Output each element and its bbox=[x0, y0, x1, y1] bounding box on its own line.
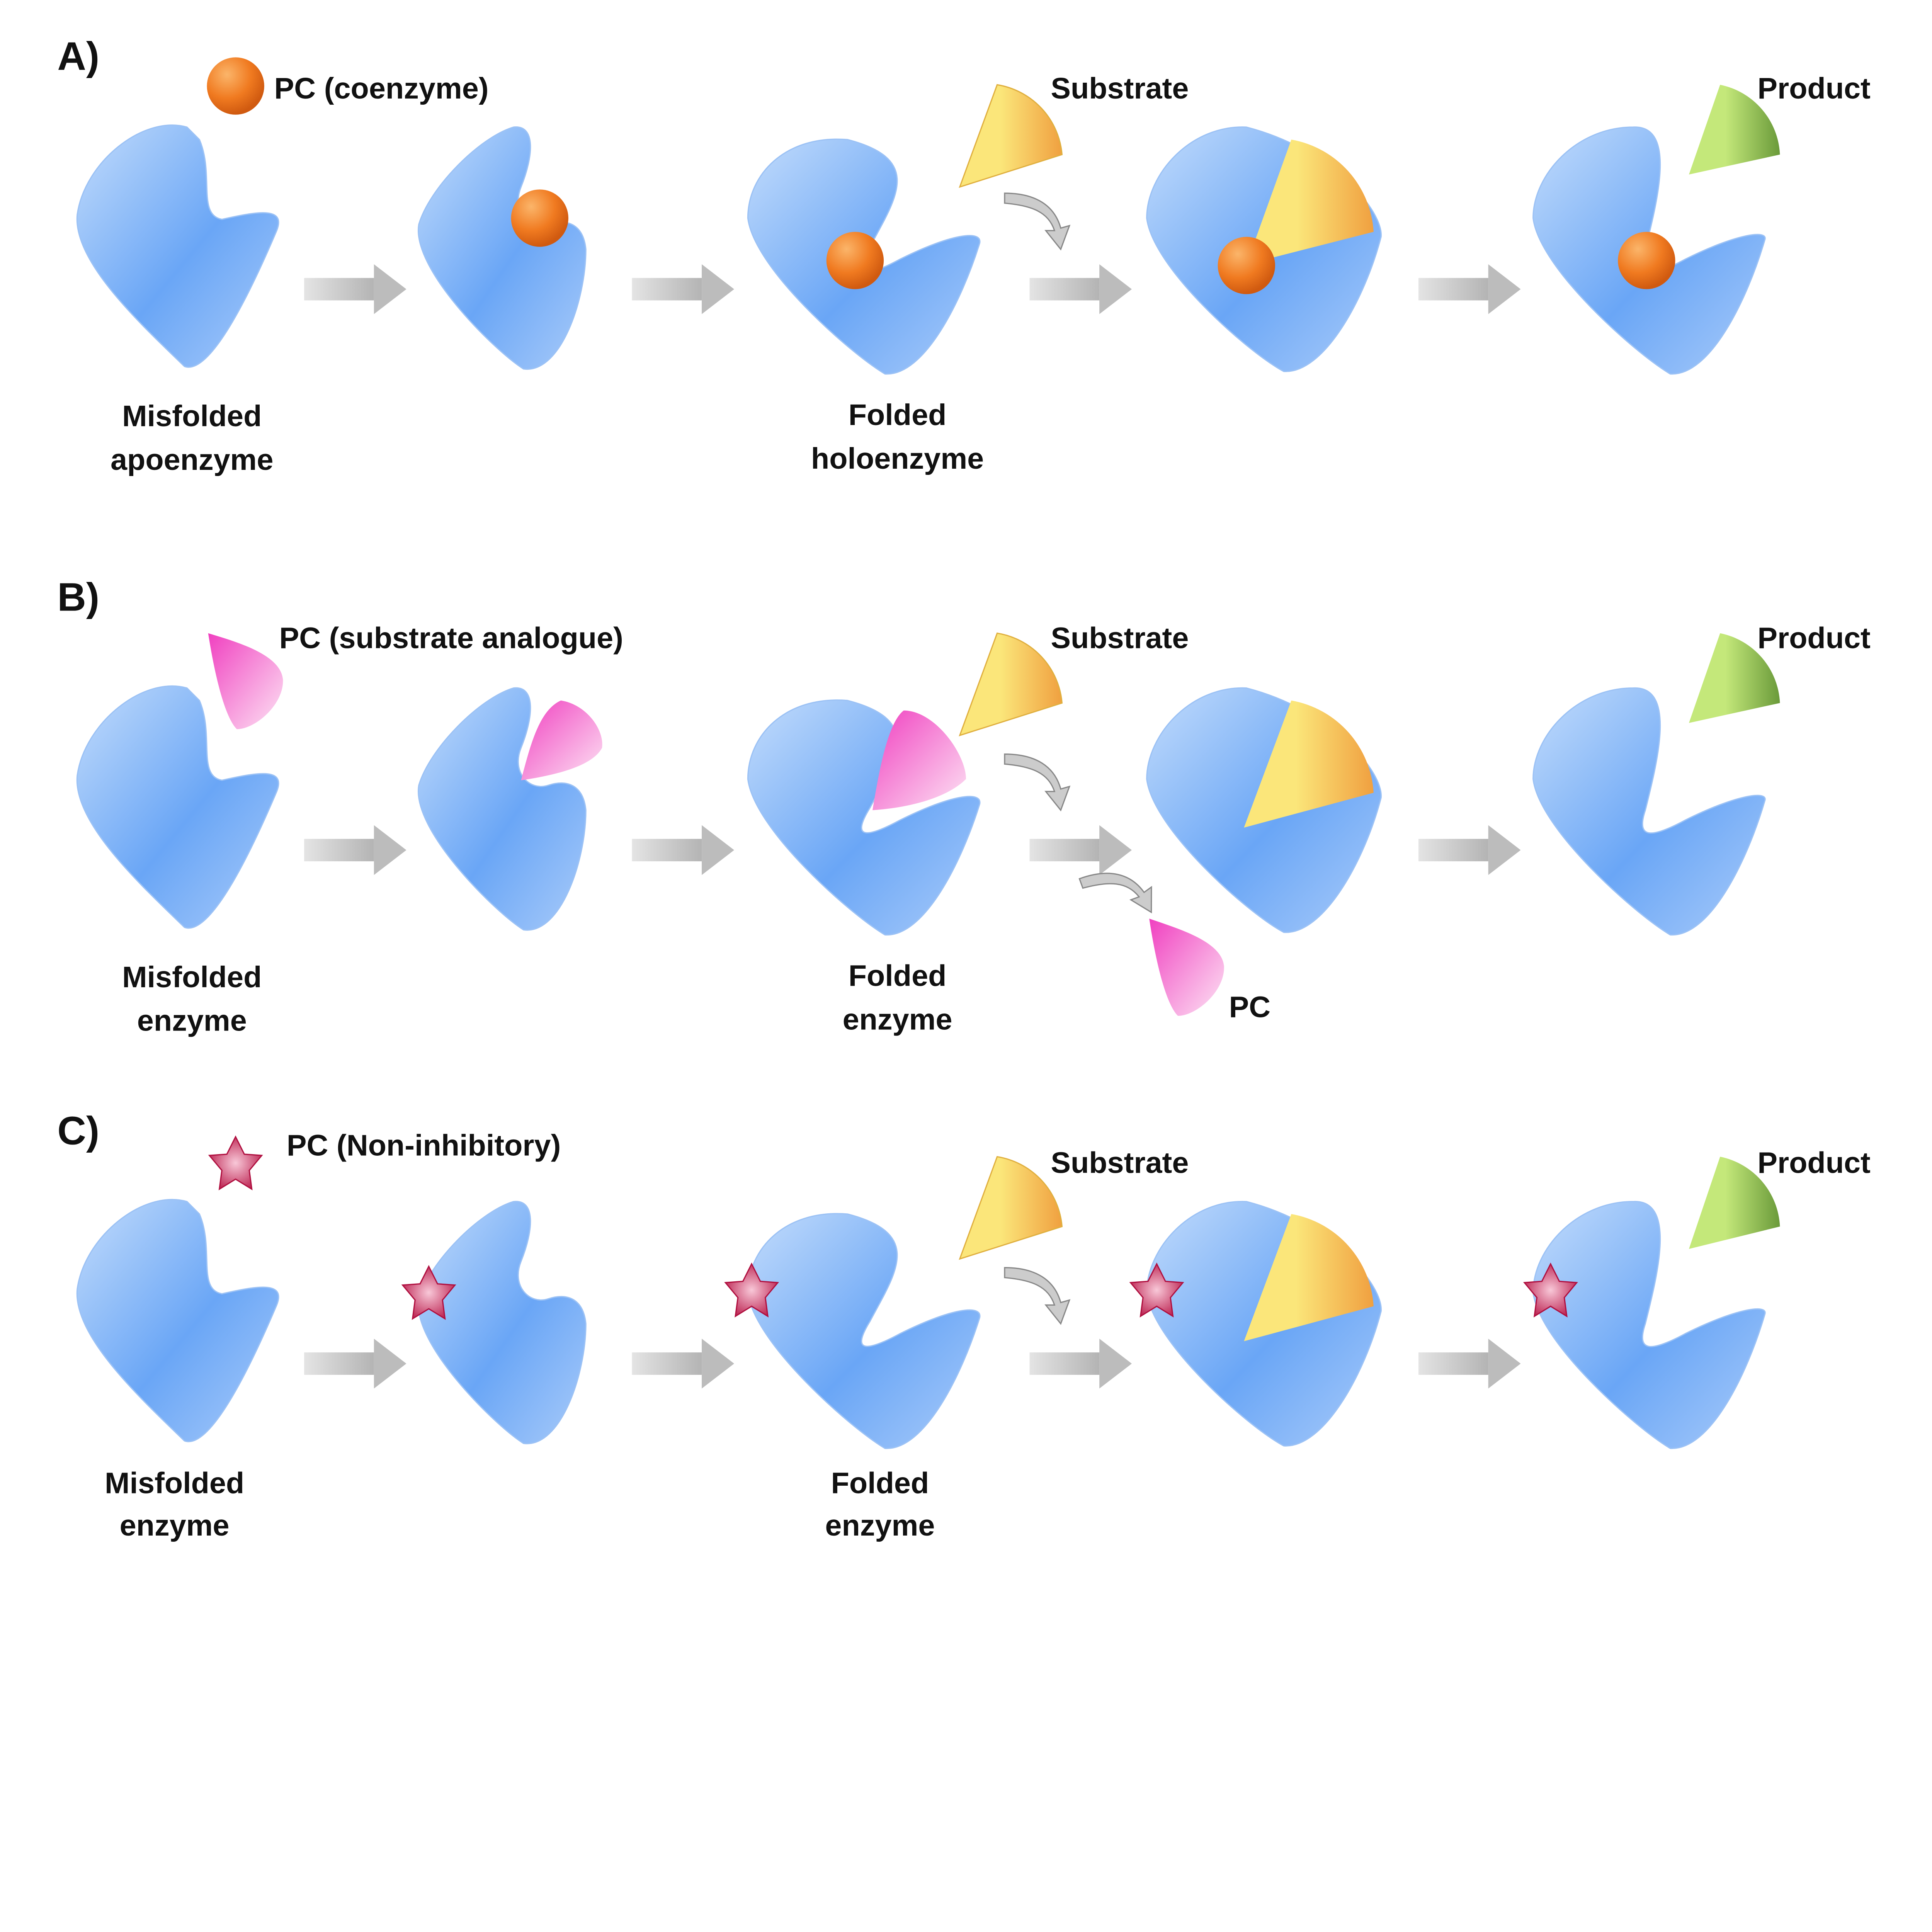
panel-b: B) PC (substrate analogue) Substrate Pro… bbox=[57, 575, 1870, 1037]
start-label-line2: enzyme bbox=[120, 1509, 230, 1542]
start-label-line2: enzyme bbox=[137, 1004, 247, 1037]
start-label-line2: apoenzyme bbox=[111, 443, 274, 476]
start-label-line1: Misfolded bbox=[122, 400, 262, 433]
bound-substrate-icon bbox=[1244, 1214, 1374, 1341]
arrow-icon bbox=[1418, 825, 1521, 875]
pc-label: PC (Non-inhibitory) bbox=[287, 1129, 561, 1162]
panel-b-title: B) bbox=[57, 575, 99, 619]
pc-label: PC (substrate analogue) bbox=[279, 621, 623, 655]
arrow-icon bbox=[1418, 264, 1521, 314]
curved-arrow-icon bbox=[1004, 753, 1070, 811]
product-label: Product bbox=[1757, 72, 1870, 105]
start-label-line1: Misfolded bbox=[105, 1467, 244, 1500]
arrow-icon bbox=[1029, 1338, 1132, 1389]
released-pc-label: PC bbox=[1229, 990, 1271, 1024]
start-label-line1: Misfolded bbox=[122, 961, 262, 994]
pharmacological-chaperone-diagram: A) PC (coenzyme) Substrate Product Misfo… bbox=[57, 34, 1870, 1543]
substrate-analogue-icon bbox=[521, 700, 602, 781]
substrate-icon bbox=[959, 1156, 1063, 1260]
product-label: Product bbox=[1757, 621, 1870, 655]
arrow-icon bbox=[632, 264, 735, 314]
curved-arrow-icon bbox=[1078, 856, 1160, 932]
product-icon bbox=[1689, 1156, 1780, 1249]
misfolded-enzyme-shape bbox=[76, 1199, 279, 1442]
non-inhibitory-pc-icon bbox=[209, 1136, 263, 1190]
panel-a-title: A) bbox=[57, 34, 99, 78]
panel-c-title: C) bbox=[57, 1108, 99, 1153]
product-icon bbox=[1689, 633, 1780, 723]
arrow-icon bbox=[304, 825, 406, 875]
curved-arrow-icon bbox=[1004, 192, 1070, 250]
mid-label-line2: enzyme bbox=[843, 1003, 952, 1036]
panel-c: C) PC (Non-inhibitory) Substrate Product… bbox=[57, 1108, 1870, 1542]
substrate-icon bbox=[959, 84, 1063, 188]
substrate-label: Substrate bbox=[1051, 72, 1189, 105]
pc-label: PC (coenzyme) bbox=[274, 72, 489, 105]
coenzyme-icon bbox=[826, 231, 884, 289]
mid-label-line1: Folded bbox=[831, 1467, 929, 1500]
misfolded-enzyme-shape bbox=[76, 124, 279, 368]
substrate-analogue-icon bbox=[872, 710, 966, 810]
bound-substrate-icon bbox=[1244, 700, 1374, 828]
substrate-icon bbox=[959, 632, 1063, 736]
substrate-analogue-icon bbox=[208, 633, 283, 730]
arrow-icon bbox=[1029, 264, 1132, 314]
arrow-icon bbox=[632, 825, 735, 875]
arrow-icon bbox=[1418, 1338, 1521, 1389]
substrate-label: Substrate bbox=[1051, 621, 1189, 655]
coenzyme-icon bbox=[511, 189, 568, 247]
coenzyme-icon bbox=[1218, 236, 1275, 294]
arrow-icon bbox=[304, 264, 406, 314]
mid-label-line1: Folded bbox=[849, 959, 947, 993]
product-icon bbox=[1689, 85, 1780, 175]
coenzyme-icon bbox=[1618, 231, 1675, 289]
mid-label-line2: holoenzyme bbox=[811, 442, 984, 475]
panel-a: A) PC (coenzyme) Substrate Product Misfo… bbox=[57, 34, 1870, 476]
mid-label-line2: enzyme bbox=[825, 1509, 935, 1542]
arrow-icon bbox=[1029, 825, 1132, 875]
arrow-icon bbox=[632, 1338, 735, 1389]
arrow-icon bbox=[304, 1338, 406, 1389]
product-label: Product bbox=[1757, 1146, 1870, 1179]
coenzyme-icon bbox=[207, 57, 264, 115]
curved-arrow-icon bbox=[1004, 1267, 1070, 1325]
binding-enzyme-shape bbox=[418, 126, 587, 370]
binding-enzyme-shape bbox=[418, 1201, 587, 1444]
released-pc-icon bbox=[1149, 918, 1224, 1016]
mid-label-line1: Folded bbox=[849, 398, 947, 432]
product-released-enzyme-shape bbox=[1532, 687, 1766, 936]
bound-substrate-icon bbox=[1246, 139, 1374, 264]
substrate-label: Substrate bbox=[1051, 1146, 1189, 1179]
folded-enzyme-shape bbox=[747, 1213, 981, 1449]
